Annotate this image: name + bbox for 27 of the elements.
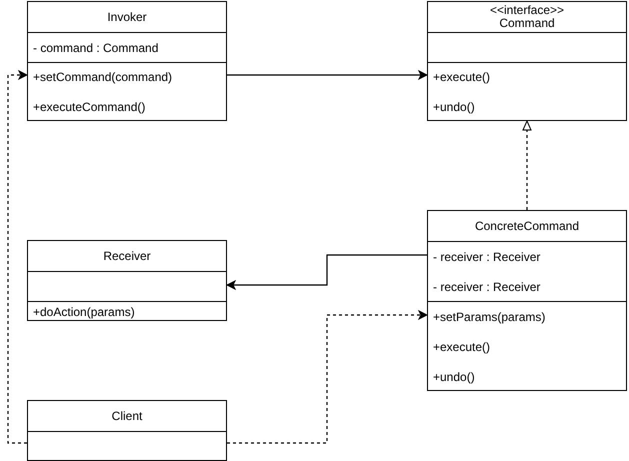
class-name: Invoker bbox=[106, 10, 148, 24]
class-name: Command bbox=[498, 16, 556, 30]
method-text: +executeCommand() bbox=[33, 100, 146, 114]
method-text: +execute() bbox=[433, 340, 490, 354]
class-box bbox=[27, 240, 227, 321]
class-name: Receiver bbox=[102, 249, 152, 263]
stereotype-label: <<interface>> bbox=[488, 3, 566, 17]
method-text: +undo() bbox=[433, 370, 475, 384]
class-name: ConcreteCommand bbox=[474, 219, 580, 233]
class-box bbox=[427, 210, 627, 391]
association-arrow bbox=[226, 254, 427, 290]
dependency-arrow bbox=[7, 70, 28, 444]
class-box bbox=[27, 400, 227, 461]
method-text: +undo() bbox=[433, 100, 475, 114]
method-text: +execute() bbox=[433, 70, 490, 84]
attribute-text: - receiver : Receiver bbox=[433, 280, 540, 294]
attribute-text: - command : Command bbox=[33, 41, 158, 55]
method-text: +doAction(params) bbox=[33, 305, 135, 319]
attribute-text: - receiver : Receiver bbox=[433, 250, 540, 264]
association-arrow bbox=[227, 70, 428, 80]
realization-arrow bbox=[522, 120, 532, 210]
class-name: Client bbox=[110, 409, 144, 423]
interface-box bbox=[427, 1, 627, 121]
method-text: +setParams(params) bbox=[433, 310, 546, 324]
dependency-arrow bbox=[227, 310, 428, 444]
class-box bbox=[27, 1, 227, 121]
method-text: +setCommand(command) bbox=[33, 70, 172, 84]
